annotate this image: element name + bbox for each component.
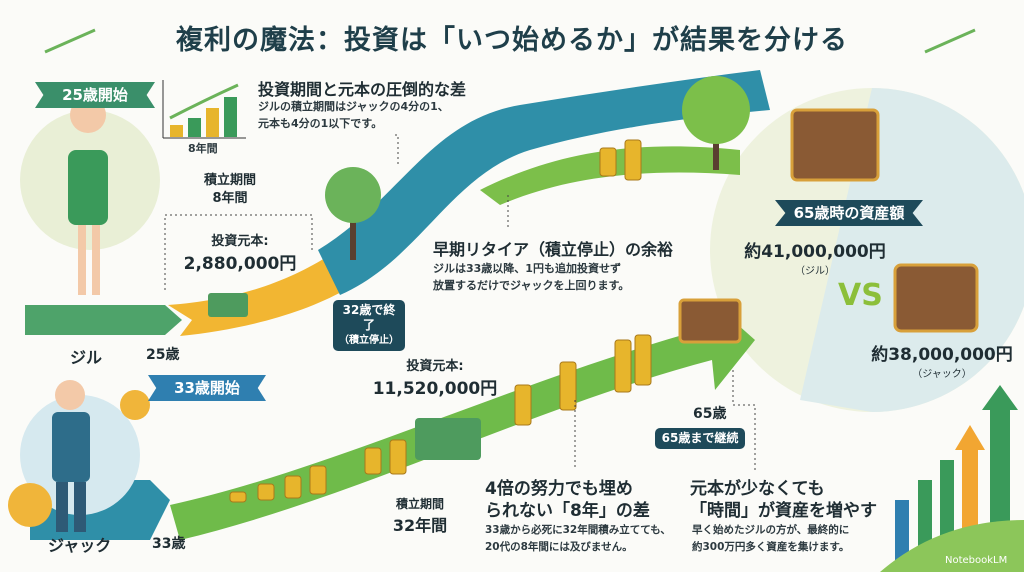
cash-stack bbox=[415, 418, 481, 460]
note-3-heading-2: られない「8年」の差 bbox=[485, 501, 650, 521]
jack-end-tag: 65歳まで継続 bbox=[655, 428, 745, 449]
note-2-heading: 早期リタイア（積立停止）の余裕 bbox=[433, 240, 674, 259]
watermark: NotebookLM bbox=[945, 555, 1008, 566]
jill-end-tag: 32歳で終了 bbox=[342, 303, 396, 332]
jack-period-value: 32年間 bbox=[392, 516, 448, 535]
mini-growth-chart bbox=[162, 80, 246, 139]
jack-principal-value: 11,520,000円 bbox=[372, 379, 498, 399]
note-2-line-2: 放置するだけでジャックを上回ります。 bbox=[433, 279, 630, 292]
jill-start-ribbon: 25歳開始 bbox=[35, 82, 155, 108]
jill-name: ジル bbox=[70, 348, 103, 367]
jill-end-tag-sub: （積立停止） bbox=[339, 335, 399, 346]
note-4-heading-2: 「時間」が資産を増やす bbox=[690, 501, 877, 521]
note-3-line-1: 33歳から必死に32年間積み立てても、 bbox=[485, 524, 671, 536]
money-bag-icon bbox=[8, 483, 52, 527]
jill-principal-value: 2,880,000円 bbox=[183, 254, 297, 274]
jack-name: ジャック bbox=[48, 536, 112, 555]
jack-start-age: 33歳 bbox=[152, 536, 186, 552]
mini-chart-label: 8年間 bbox=[188, 142, 218, 155]
jack-principal-label: 投資元本: bbox=[406, 359, 464, 374]
jill-final-amount: 約41,000,000円 bbox=[744, 242, 886, 262]
note-2-line-1: ジルは33歳以降、1円も追加投資せず bbox=[433, 262, 621, 275]
jack-final-label: （ジャック） bbox=[912, 369, 972, 380]
money-bag-icon bbox=[120, 390, 150, 420]
jack-end-age: 65歳 bbox=[693, 406, 727, 422]
vs-label: VS bbox=[838, 278, 883, 313]
note-1-line-1: ジルの積立期間はジャックの4分の1、 bbox=[258, 100, 449, 113]
tree-icon bbox=[325, 76, 750, 260]
jill-final-label: （ジル） bbox=[795, 266, 835, 277]
jill-principal-label: 投資元本: bbox=[211, 234, 269, 249]
growth-arrows-decoration bbox=[880, 385, 1024, 572]
jack-period-label: 積立期間 bbox=[395, 497, 444, 511]
treasure-chest-icon bbox=[678, 108, 979, 344]
result-banner: 65歳時の資産額 bbox=[775, 200, 923, 226]
note-4-line-1: 早く始めたジルの方が、最終的に bbox=[692, 524, 850, 536]
page-title: 複利の魔法：投資は「いつ始めるか」が結果を分ける bbox=[176, 25, 848, 56]
note-1-heading: 投資期間と元本の圧倒的な差 bbox=[258, 80, 467, 99]
jill-period-label: 積立期間 bbox=[203, 173, 256, 188]
jack-start-ribbon: 33歳開始 bbox=[148, 375, 266, 401]
jill-period-value: 8年間 bbox=[212, 191, 248, 206]
note-3-line-2: 20代の8年間には及びません。 bbox=[485, 541, 633, 553]
jack-figure bbox=[8, 380, 150, 532]
note-4-line-2: 約300万円多く資産を集けます。 bbox=[692, 541, 850, 553]
note-1-line-2: 元本も4分の1以下です。 bbox=[258, 117, 383, 130]
note-3-heading-1: 4倍の努力でも埋め bbox=[485, 479, 633, 499]
coin-stacks bbox=[229, 139, 652, 503]
note-4-heading-1: 元本が少なくても bbox=[690, 479, 825, 499]
jill-start-age: 25歳 bbox=[146, 347, 180, 363]
jill-start-ground bbox=[25, 305, 182, 335]
jack-final-amount: 約38,000,000円 bbox=[871, 345, 1013, 365]
title-arrow-icon bbox=[44, 28, 976, 54]
